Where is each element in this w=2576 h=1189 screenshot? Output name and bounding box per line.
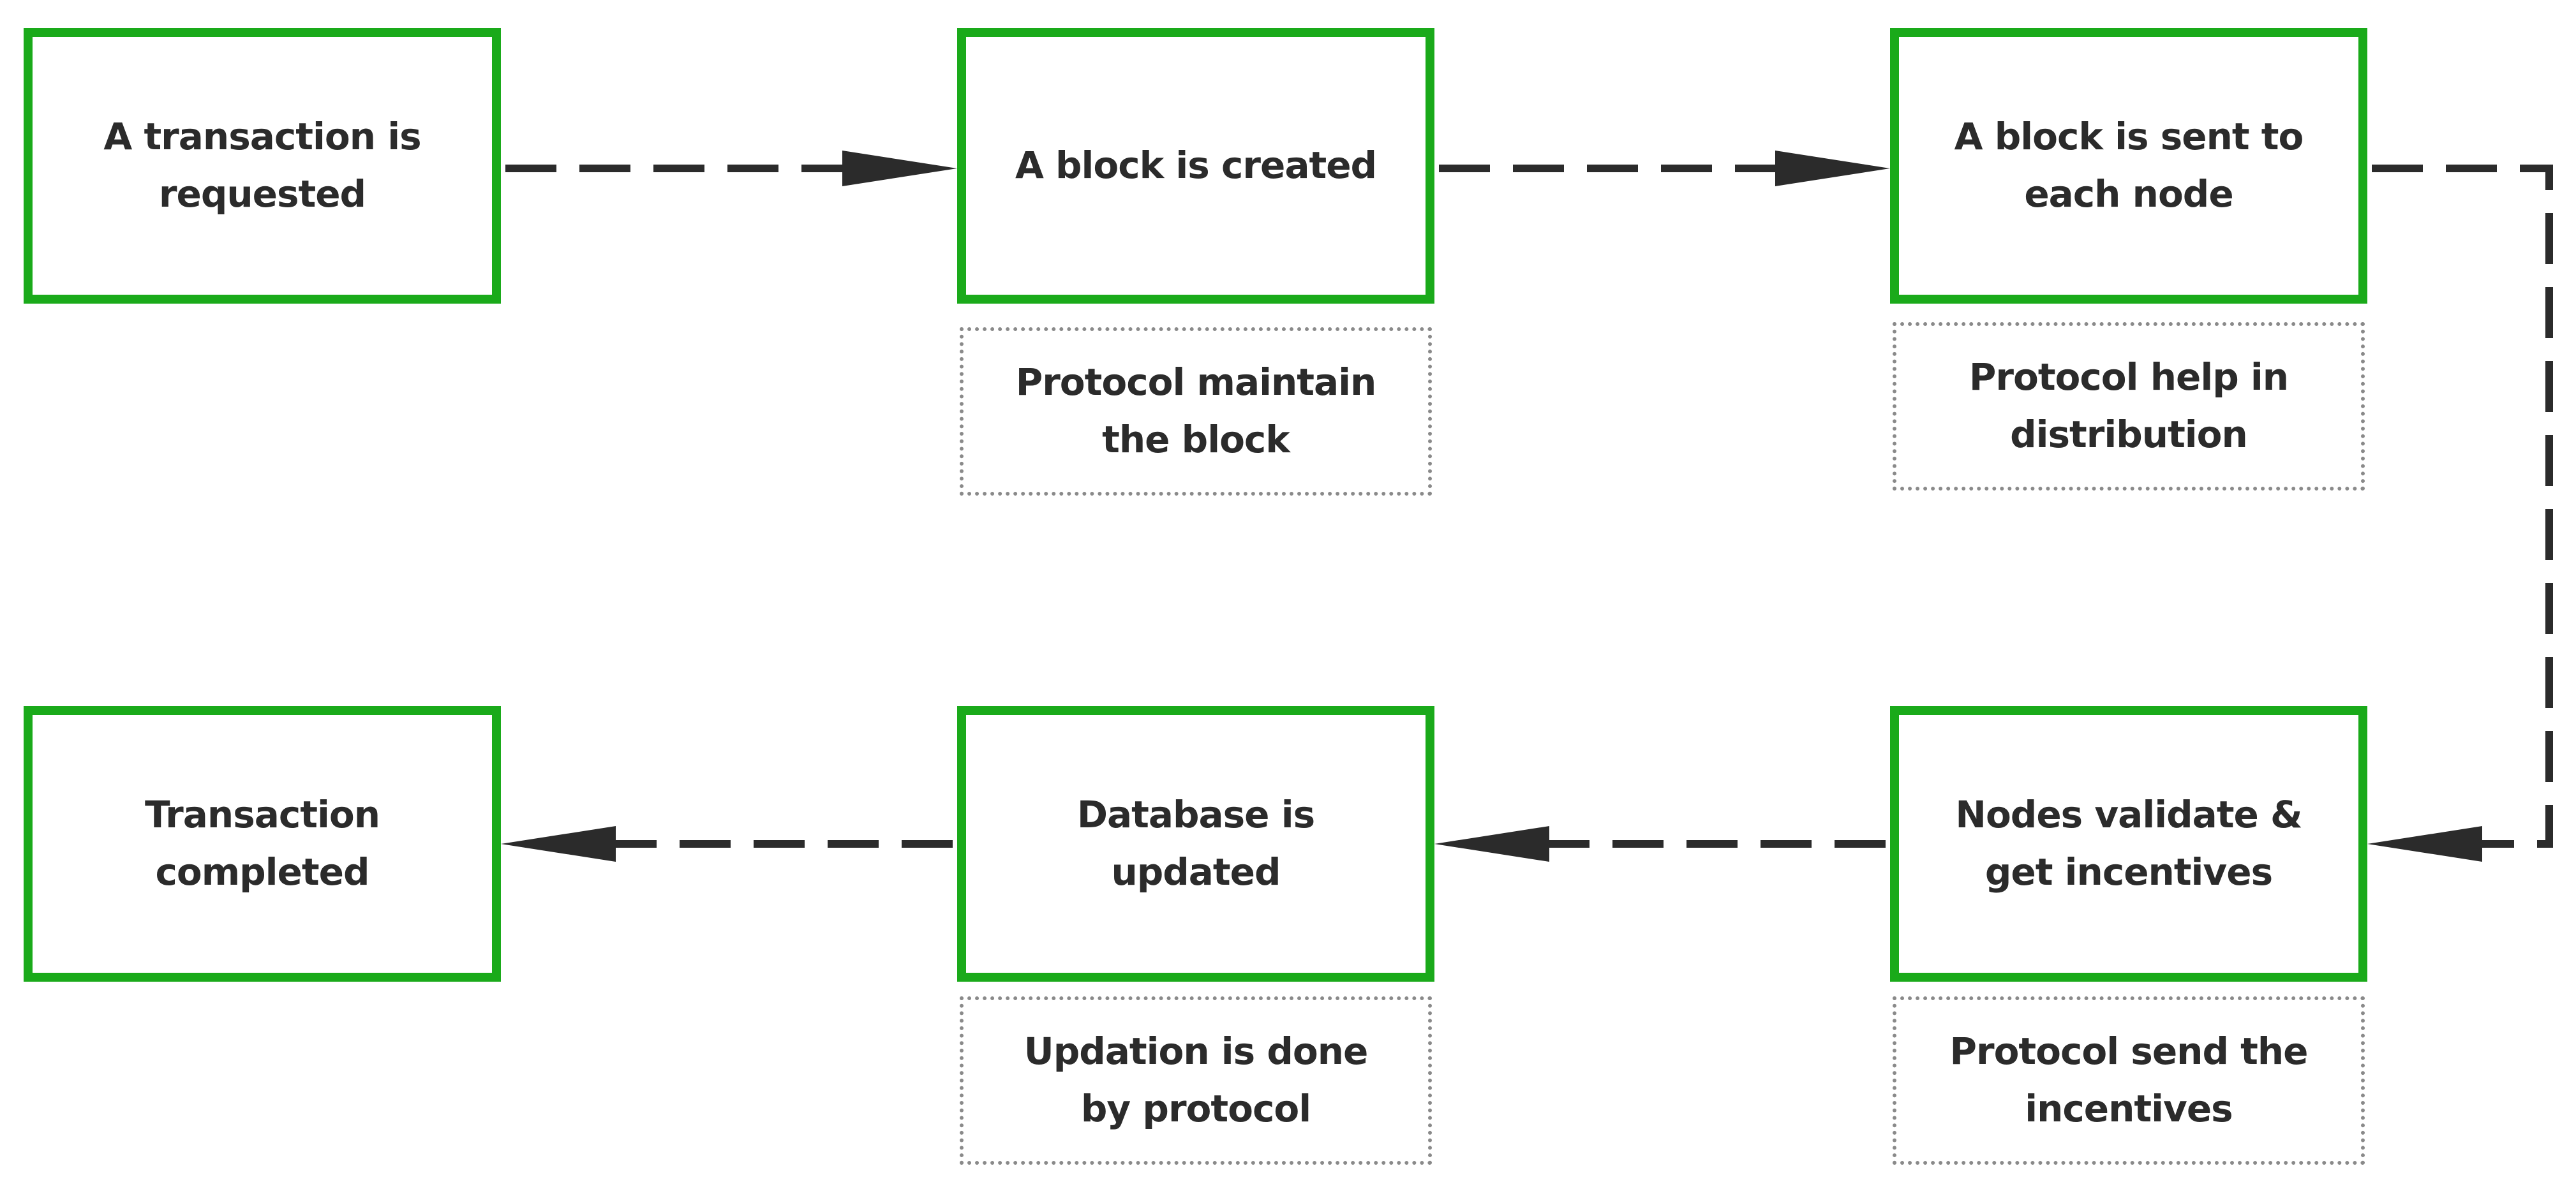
note-protocol-help-distribution: Protocol help in distribution bbox=[1893, 322, 2365, 491]
arrowhead-to-database-updated bbox=[1434, 826, 1549, 862]
note-protocol-maintain-block: Protocol maintain the block bbox=[960, 327, 1432, 496]
step-label: A block is created bbox=[1015, 144, 1377, 188]
arrowhead-to-block-sent bbox=[1775, 151, 1890, 186]
note-label: Protocol help in distribution bbox=[1969, 355, 2289, 456]
arrowhead-to-nodes-validate bbox=[2367, 826, 2482, 862]
step-label: Transaction completed bbox=[144, 793, 380, 894]
note-label: Protocol send the incentives bbox=[1949, 1030, 2308, 1130]
note-protocol-send-incentives: Protocol send the incentives bbox=[1893, 996, 2365, 1165]
note-updation-by-protocol: Updation is done by protocol bbox=[960, 996, 1432, 1165]
step-label: Database is updated bbox=[1076, 793, 1315, 894]
step-label: A transaction is requested bbox=[103, 115, 421, 216]
arrowhead-to-transaction-completed bbox=[501, 826, 616, 862]
arrowhead-to-block-created bbox=[842, 151, 957, 186]
step-label: Nodes validate & get incentives bbox=[1955, 793, 2302, 894]
note-label: Protocol maintain the block bbox=[1015, 360, 1377, 461]
step-database-updated: Database is updated bbox=[957, 706, 1434, 982]
step-block-created: A block is created bbox=[957, 28, 1434, 304]
step-transaction-requested: A transaction is requested bbox=[24, 28, 501, 304]
note-label: Updation is done by protocol bbox=[1024, 1030, 1369, 1130]
step-block-sent-to-nodes: A block is sent to each node bbox=[1890, 28, 2367, 304]
connector-sent-to-validate bbox=[2372, 165, 2553, 848]
step-transaction-completed: Transaction completed bbox=[24, 706, 501, 982]
step-nodes-validate: Nodes validate & get incentives bbox=[1890, 706, 2367, 982]
step-label: A block is sent to each node bbox=[1954, 115, 2304, 216]
